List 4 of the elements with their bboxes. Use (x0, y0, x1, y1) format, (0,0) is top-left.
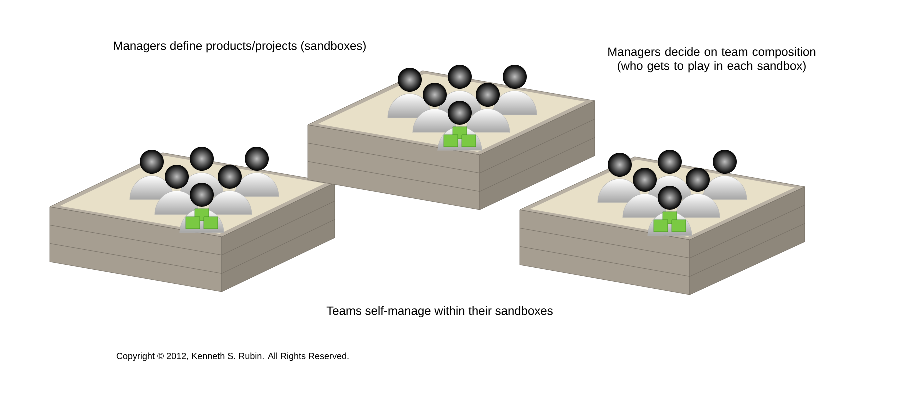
copyright-note: Copyright © 2012, Kenneth S. Rubin. All Rights Reserved. (116, 352, 349, 362)
caption-text: Teams self-manage within their sandboxes (326, 306, 553, 318)
caption-text: Managers decide on team composition (who gets to play in each sandbox) (608, 47, 816, 73)
caption-text: Managers define products/projects (sandboxes) (114, 41, 366, 53)
